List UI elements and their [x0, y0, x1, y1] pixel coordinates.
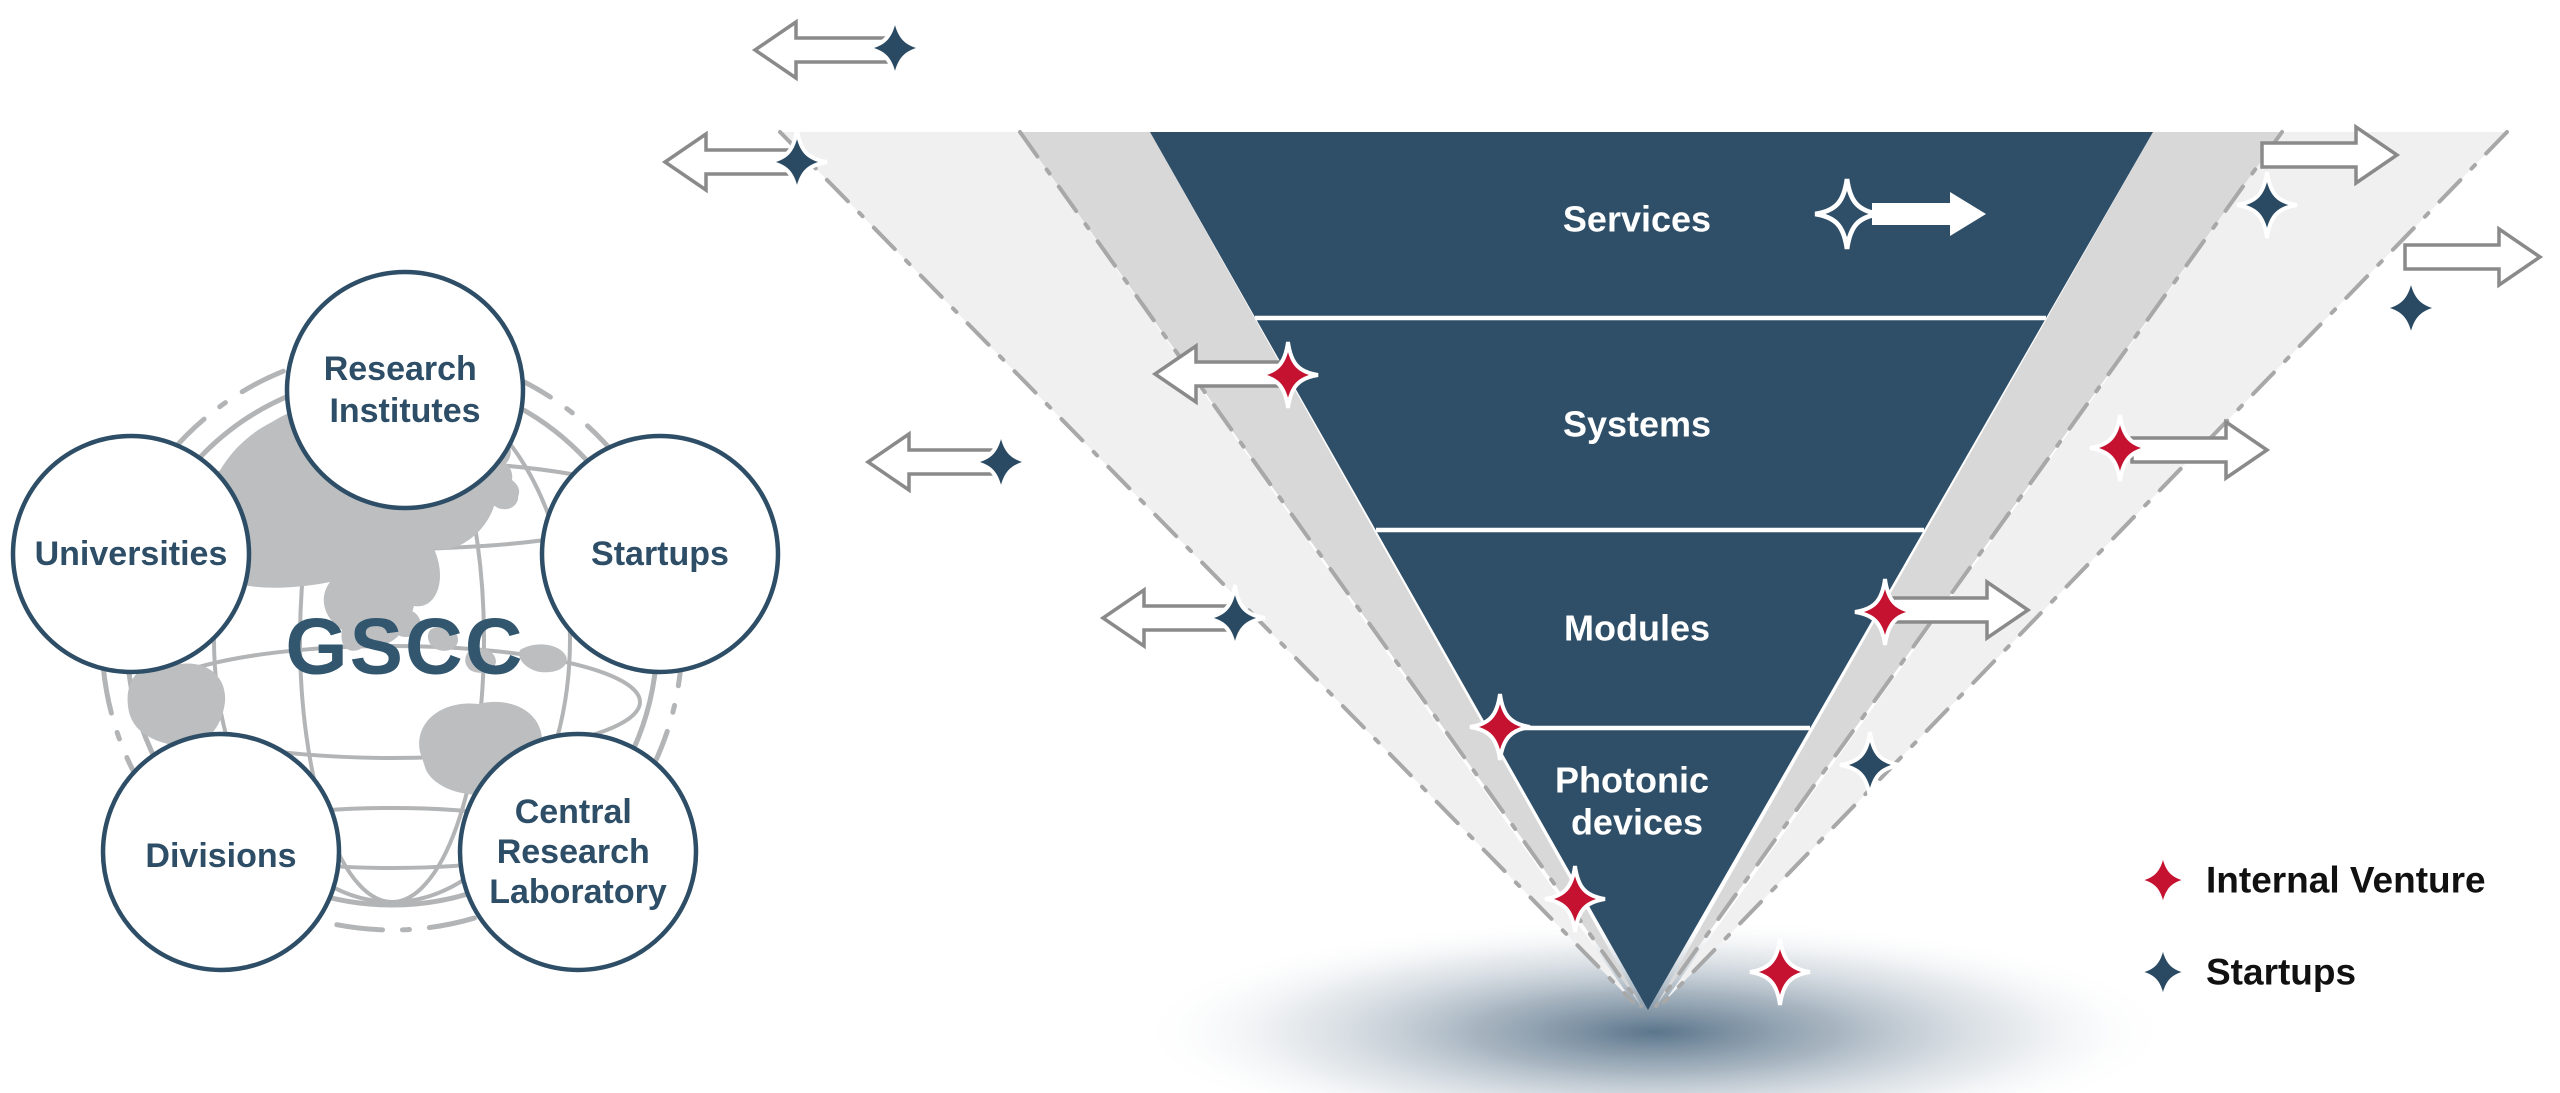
- startup-star-icon: [2134, 941, 2192, 1003]
- layer-label-photonic-devices: Photonic devices: [1555, 747, 1719, 843]
- circle-label: Startups: [591, 535, 729, 573]
- circle-label: Central Research Laboratory: [489, 782, 667, 911]
- circle-shape: [10, 433, 252, 675]
- circle-shape: [100, 731, 342, 973]
- funnel-dash-inner-left: [1018, 130, 1643, 1008]
- funnel-dash-inner-right: [1654, 130, 2284, 1008]
- legend-label: Internal Venture: [2206, 860, 2486, 901]
- circle-shape: [457, 731, 699, 973]
- layer-label-services: Services: [1563, 199, 1711, 240]
- funnel-core: [1150, 132, 2153, 1010]
- circle-label: Divisions: [145, 837, 296, 875]
- circle-shape: [539, 433, 781, 675]
- hub-title: GSCC: [285, 602, 524, 691]
- org-circle-startups: Startups: [539, 433, 781, 675]
- circle-label: Universities: [35, 535, 228, 573]
- circle-label: Research Institutes: [324, 339, 487, 430]
- org-circle-central-research-laboratory: Central Research Laboratory: [457, 731, 699, 973]
- startup-star-icon: [863, 13, 927, 83]
- legend-item-startups: Startups: [2134, 941, 2356, 1003]
- startup-star-icon: [2379, 273, 2443, 343]
- services-outflow-arrow-icon: [1872, 192, 1986, 236]
- layer-label-systems: Systems: [1563, 404, 1711, 445]
- legend-item-internal-venture: Internal Venture: [2134, 849, 2486, 911]
- funnel-dash-outer-left: [778, 130, 1635, 1004]
- circle-shape: [284, 269, 526, 511]
- legend: Internal Venture Startups: [2134, 849, 2486, 1003]
- funnel-dash-outer-right: [1662, 130, 2509, 1004]
- org-circle-divisions: Divisions: [100, 731, 342, 973]
- layer-label-modules: Modules: [1564, 608, 1710, 649]
- org-circle-universities: Universities: [10, 433, 252, 675]
- startup-star-icon: [969, 427, 1033, 497]
- internal-venture-star-icon: [2134, 849, 2192, 911]
- legend-label: Startups: [2206, 952, 2356, 993]
- right-arrow-icon: [2403, 227, 2542, 287]
- org-circle-research-institutes: Research Institutes: [284, 269, 526, 511]
